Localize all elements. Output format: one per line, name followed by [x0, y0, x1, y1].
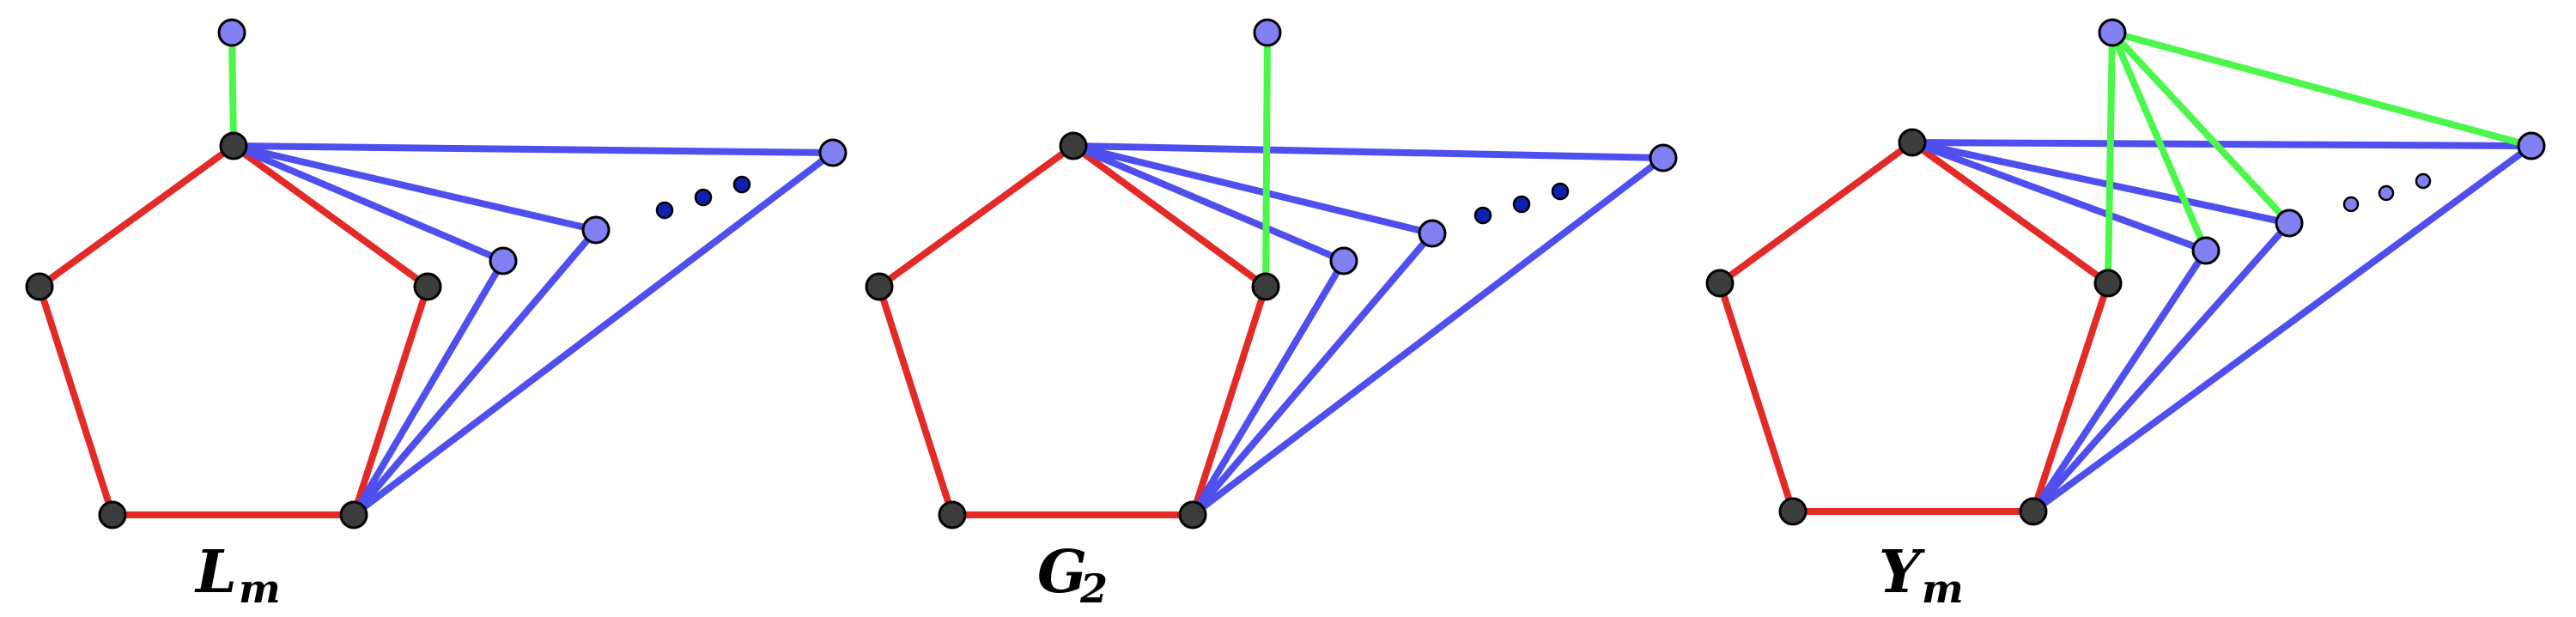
cycle-vertex — [1898, 128, 1927, 157]
ellipsis — [1473, 182, 1570, 225]
fan-edge — [1189, 154, 1667, 518]
pendant-vertex — [2098, 18, 2127, 47]
pendant-edge — [1262, 29, 1271, 290]
graph-label-subscript: 2 — [1079, 566, 1108, 612]
fan-edge — [1909, 139, 2293, 227]
fan-edge — [350, 149, 836, 518]
fan-vertex — [2275, 209, 2304, 238]
cycle-edge — [1716, 139, 1916, 287]
cycle-edge — [2030, 280, 2111, 515]
fan-vertex — [1418, 219, 1447, 248]
edges — [36, 29, 836, 518]
cycle-edge — [876, 142, 1077, 290]
cycle-vertex — [25, 272, 54, 301]
fan-vertex — [1649, 143, 1678, 172]
cycle-vertex — [219, 131, 248, 160]
cycle-vertex — [1251, 272, 1280, 301]
cycle-edge — [876, 283, 956, 518]
graph-label-subscript: m — [239, 566, 281, 612]
cycle-vertex — [865, 272, 894, 301]
ellipsis-dot — [694, 188, 713, 207]
cycle-vertex — [1178, 500, 1207, 529]
cycle-edge — [230, 142, 431, 290]
graph-label: L — [194, 538, 237, 607]
cycle-edge — [36, 283, 116, 518]
ellipsis — [2342, 172, 2432, 213]
ellipsis-dot — [2415, 172, 2432, 190]
pendant-edge — [2105, 29, 2116, 287]
graph-label: G — [1037, 538, 1087, 607]
fan-edge — [1070, 142, 1347, 264]
fan-edge — [350, 227, 599, 518]
ellipsis — [655, 175, 751, 220]
vertices — [25, 18, 848, 529]
pendant-vertex — [217, 18, 246, 47]
cycle-vertex — [413, 272, 442, 301]
cycle-edge — [1909, 139, 2111, 287]
fan-vertex — [818, 138, 848, 167]
cycle-vertex — [2093, 269, 2123, 298]
pendant-edge — [2109, 29, 2535, 149]
fan-vertex — [1329, 246, 1358, 275]
fan-edge — [1189, 257, 1347, 518]
fan-edge — [2030, 247, 2209, 515]
pendant-vertex — [1253, 18, 1282, 47]
fan-edge — [2030, 220, 2293, 515]
fan-edge — [1909, 139, 2209, 254]
vertices — [1705, 18, 2546, 526]
pendant-edge — [228, 29, 237, 149]
fan-edge — [1189, 230, 1436, 518]
fan-edge — [230, 142, 507, 264]
cycle-edge — [36, 142, 237, 290]
cycle-vertex — [938, 500, 967, 529]
graph-label: Y — [1879, 538, 1925, 607]
fan-edge — [2030, 142, 2535, 515]
fan-vertex — [2191, 236, 2221, 265]
fan-vertex — [581, 215, 611, 245]
cycle-vertex — [1778, 497, 1807, 526]
fan-edge — [230, 142, 599, 233]
ellipsis-dot — [1512, 195, 1531, 214]
fan-vertex — [489, 246, 518, 275]
fan-edge — [230, 142, 836, 156]
edges — [876, 29, 1667, 518]
cycle-vertex — [1705, 269, 1735, 298]
edges — [1716, 29, 2535, 515]
cycle-vertex — [1059, 131, 1088, 160]
cycle-edge — [1070, 142, 1269, 290]
cycle-vertex — [339, 500, 368, 529]
fan-edge — [1909, 139, 2535, 149]
ellipsis-dot — [2378, 184, 2395, 202]
cycle-edge — [1189, 283, 1269, 518]
fan-edge — [1070, 142, 1667, 161]
ellipsis-dot — [1473, 206, 1492, 225]
ellipsis-dot — [1551, 182, 1570, 201]
ellipsis-dot — [732, 175, 751, 194]
fan-edge — [350, 257, 507, 518]
fan-edge — [1070, 142, 1436, 237]
cycle-edge — [1716, 280, 1796, 515]
graph-label-subscript: m — [1922, 566, 1964, 612]
pendant-edge — [2109, 29, 2293, 227]
ellipsis-dot — [655, 201, 674, 220]
graph-G2: G2 — [865, 18, 1678, 612]
cycle-vertex — [2019, 497, 2048, 526]
fan-vertex — [2517, 131, 2546, 160]
ellipsis-dot — [2342, 196, 2360, 213]
vertices — [865, 18, 1678, 529]
cycle-edge — [350, 283, 431, 518]
cycle-vertex — [98, 500, 127, 529]
pendant-edge — [2109, 29, 2209, 254]
